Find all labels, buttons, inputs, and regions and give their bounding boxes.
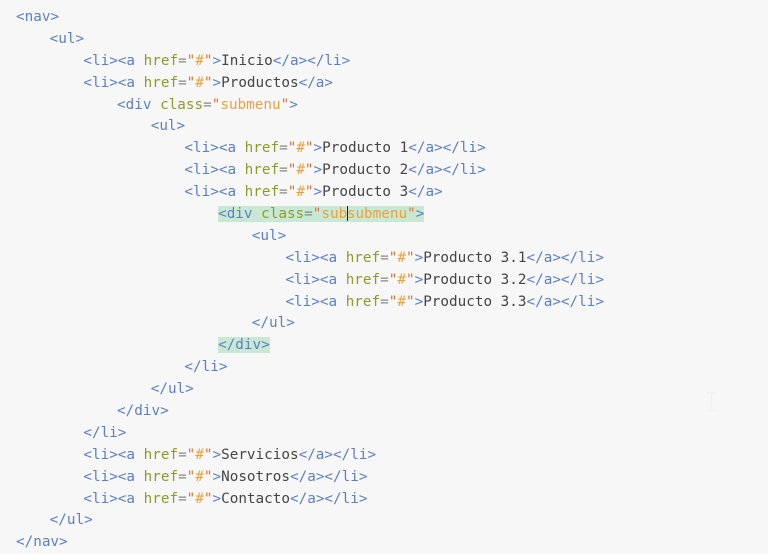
code-line[interactable]: <div class="submenu"> <box>0 95 768 117</box>
code-line[interactable]: </nav> <box>0 532 768 554</box>
code-line[interactable]: <ul> <box>0 29 768 51</box>
code-line[interactable]: <ul> <box>0 226 768 248</box>
code-token-group: <li><a href="#">Producto 3.1</a></li> <box>285 249 604 266</box>
code-token-group: </ul> <box>251 315 295 332</box>
code-line[interactable]: <li><a href="#">Inicio</a></li> <box>0 51 768 73</box>
code-line[interactable]: <li><a href="#">Contacto</a></li> <box>0 489 768 511</box>
code-line[interactable]: </li> <box>0 423 768 445</box>
code-line[interactable]: <li><a href="#">Producto 3.1</a></li> <box>0 248 768 270</box>
code-token-group: </li> <box>83 424 127 441</box>
code-token-group: </ul> <box>49 512 93 529</box>
code-line[interactable]: <li><a href="#">Producto 3.3</a></li> <box>0 292 768 314</box>
code-token-group: <nav> <box>16 9 60 25</box>
code-line[interactable]: </ul> <box>0 379 768 401</box>
code-token-group-highlighted: </div> <box>218 337 270 354</box>
code-content[interactable]: <nav> <ul> <li><a href="#">Inicio</a></li>… <box>0 7 768 554</box>
code-token-group: <li><a href="#">Nosotros</a></li> <box>83 468 368 485</box>
code-line[interactable]: <li><a href="#">Producto 2</a></li> <box>0 160 768 182</box>
code-token-group: </ul> <box>150 381 194 398</box>
code-token-group: <li><a href="#">Servicios</a></li> <box>83 446 377 463</box>
code-line[interactable]: <div class="subsubmenu"> <box>0 204 768 226</box>
code-token-group: <div class="submenu"> <box>117 96 298 113</box>
code-token-group: <li><a href="#">Producto 3.3</a></li> <box>285 293 604 310</box>
code-token-group: <li><a href="#">Contacto</a></li> <box>83 490 368 507</box>
code-line[interactable]: <li><a href="#">Productos</a> <box>0 73 768 95</box>
code-token-group-highlighted: <div class="subsubmenu"> <box>218 206 425 223</box>
code-line[interactable]: </div> <box>0 335 768 357</box>
code-token-group: </nav> <box>16 534 68 551</box>
code-token-group: <ul> <box>251 227 287 244</box>
code-token-group: </div> <box>117 403 169 420</box>
code-token-group: <li><a href="#">Inicio</a></li> <box>83 52 351 69</box>
code-line[interactable]: <li><a href="#">Nosotros</a></li> <box>0 467 768 489</box>
code-token-group: <li><a href="#">Productos</a> <box>83 74 334 91</box>
code-line[interactable]: <li><a href="#">Producto 3.2</a></li> <box>0 270 768 292</box>
code-line[interactable]: </ul> <box>0 510 768 532</box>
code-line[interactable]: <ul> <box>0 116 768 138</box>
code-line[interactable]: <nav> <box>0 7 768 29</box>
code-line[interactable]: <li><a href="#">Producto 1</a></li> <box>0 138 768 160</box>
attr-value-after-caret: submenu <box>346 206 408 223</box>
code-line[interactable]: </div> <box>0 401 768 423</box>
code-token-group: <li><a href="#">Producto 1</a></li> <box>184 140 486 157</box>
attr-value-before-caret: sub <box>321 206 348 223</box>
code-token-group: <li><a href="#">Producto 2</a></li> <box>184 162 486 179</box>
code-line[interactable]: </li> <box>0 357 768 379</box>
code-token-group: <ul> <box>150 118 186 135</box>
code-line[interactable]: </ul> <box>0 313 768 335</box>
code-line[interactable]: <li><a href="#">Producto 3</a> <box>0 182 768 204</box>
code-line[interactable]: <li><a href="#">Servicios</a></li> <box>0 445 768 467</box>
code-token-group: </li> <box>184 359 228 376</box>
code-token-group: <ul> <box>49 30 85 47</box>
text-caret <box>346 206 348 222</box>
code-token-group: <li><a href="#">Producto 3.2</a></li> <box>285 271 604 288</box>
code-token-group: <li><a href="#">Producto 3</a> <box>184 184 443 201</box>
